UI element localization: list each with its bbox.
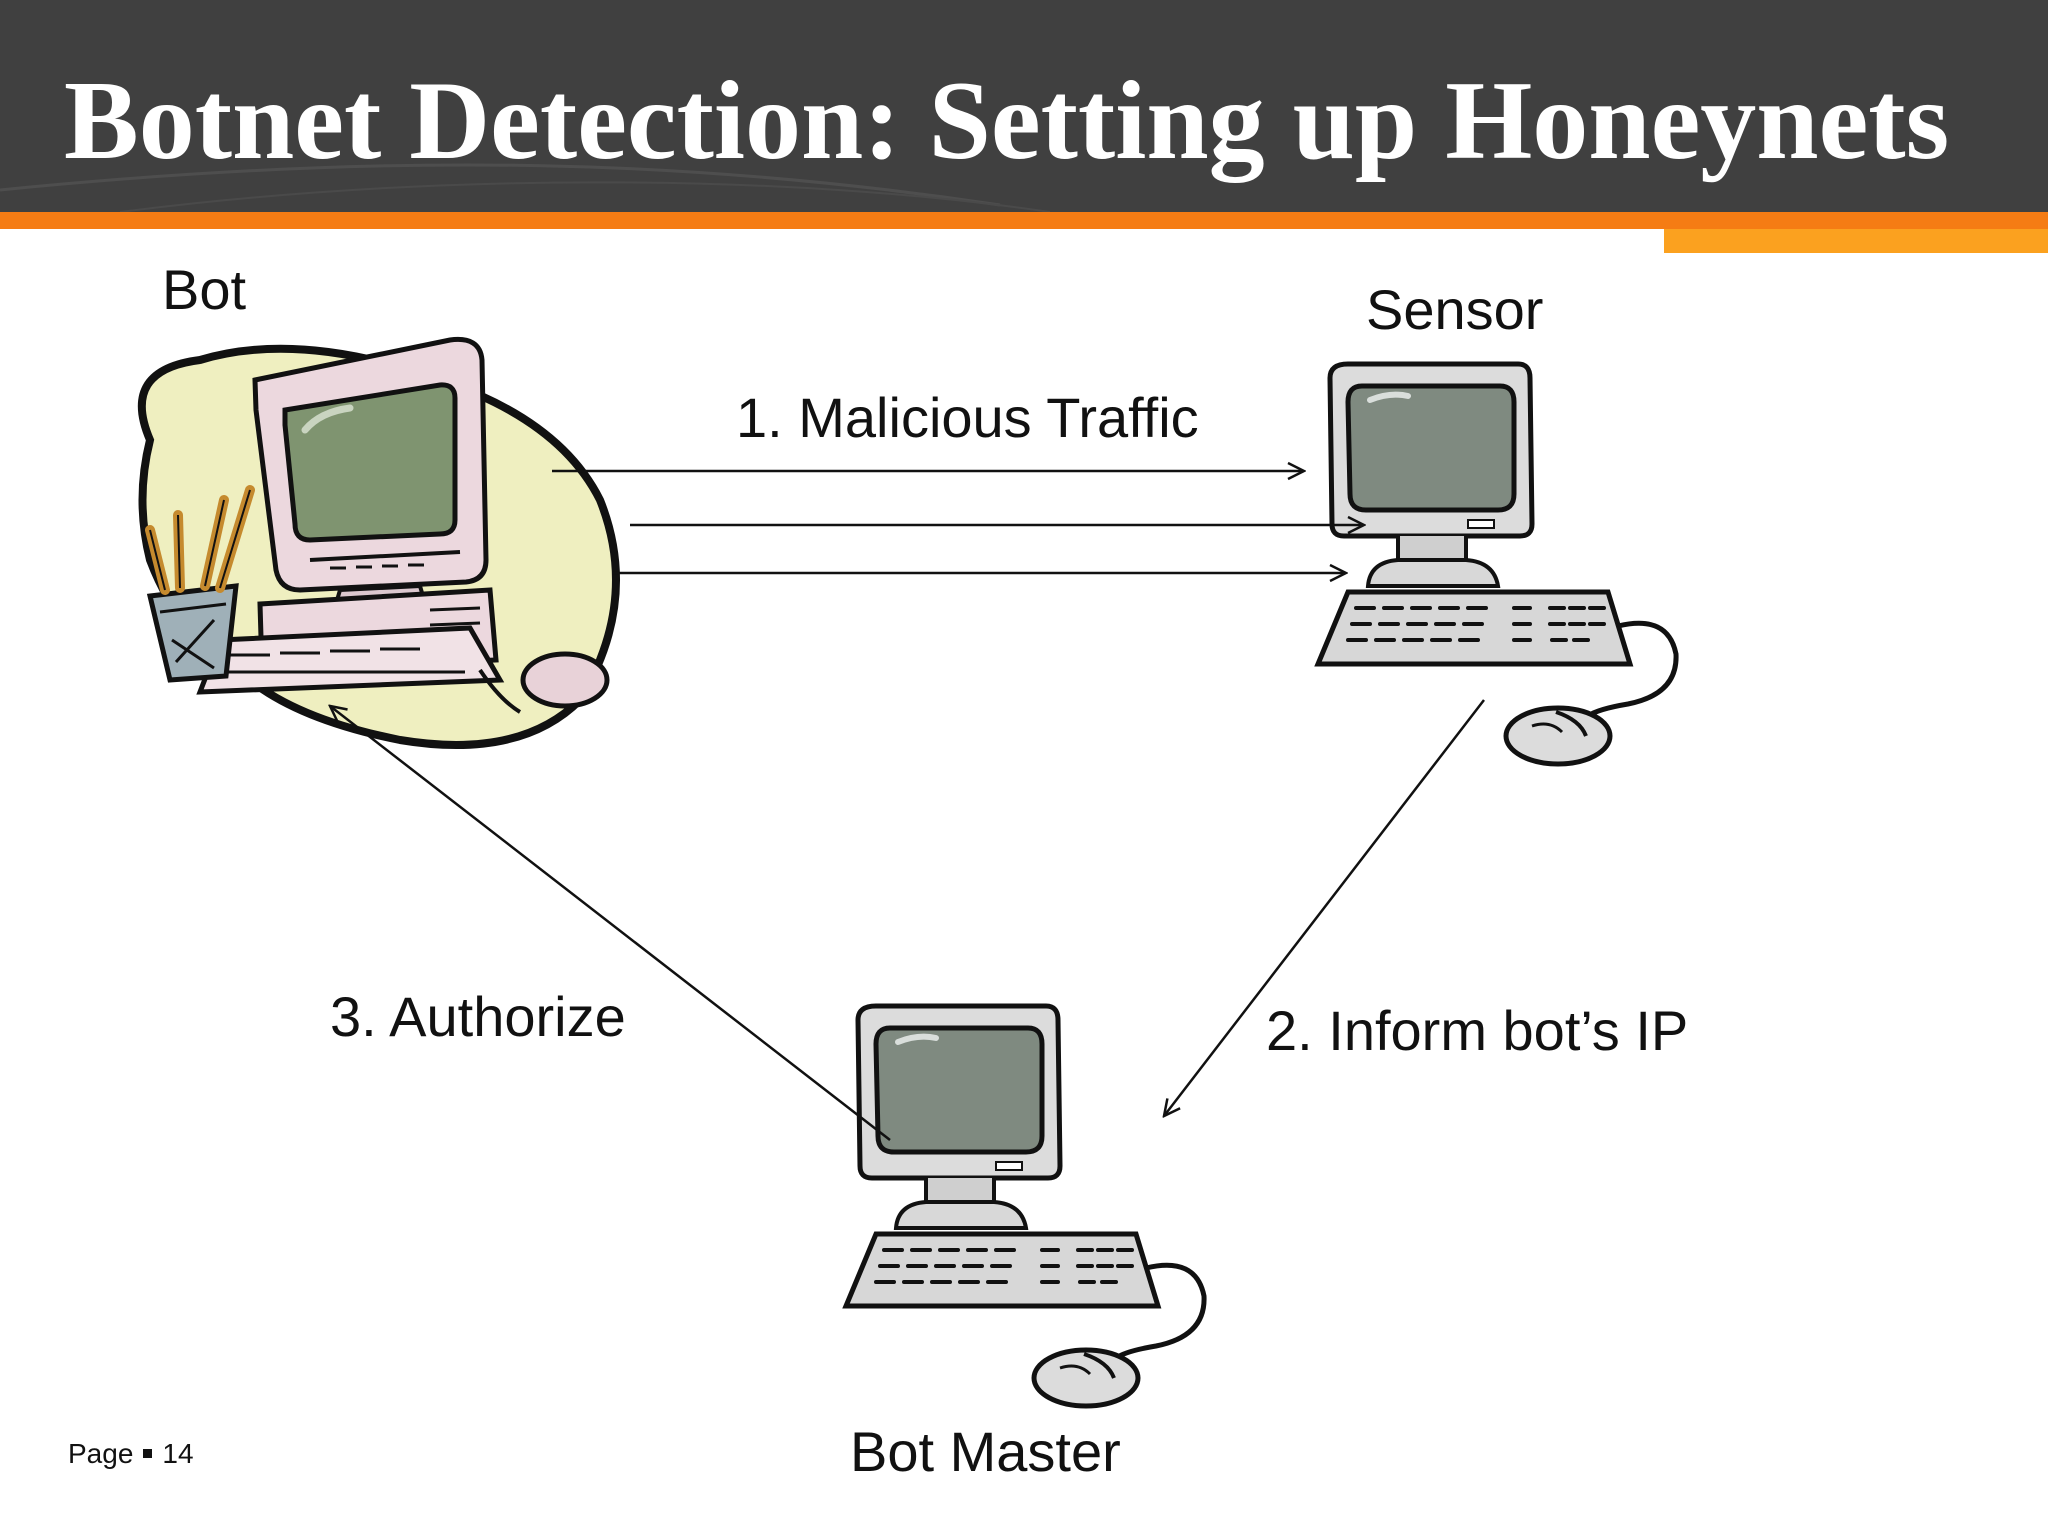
sensor-computer-icon [1318, 364, 1676, 764]
edge-malicious-traffic [552, 471, 1364, 573]
edge-authorize-arrow [330, 706, 891, 1141]
node-label-bot: Bot [162, 258, 247, 321]
node-label-bot-master: Bot Master [850, 1420, 1121, 1483]
bot-computer-icon [137, 336, 620, 749]
accent-bar [0, 212, 2048, 229]
page-indicator: Page 14 [68, 1438, 194, 1470]
page-separator [143, 1449, 153, 1458]
header-swoosh-decoration [0, 163, 1051, 212]
page-number: 14 [162, 1438, 194, 1469]
page-label: Page [68, 1438, 134, 1469]
edge-label-authorize: 3. Authorize [330, 985, 626, 1048]
bot-master-computer-icon [846, 1006, 1204, 1406]
slide-title: Botnet Detection: Setting up Honeynets [64, 59, 1950, 183]
edge-inform-ip-arrow [1164, 699, 1485, 1116]
accent-block [1664, 229, 2048, 253]
title-bar: Botnet Detection: Setting up Honeynets [0, 0, 2048, 212]
edge-label-malicious-traffic: 1. Malicious Traffic [736, 386, 1199, 449]
edge-label-inform-ip: 2. Inform bot’s IP [1266, 999, 1689, 1062]
node-label-sensor: Sensor [1366, 278, 1544, 341]
